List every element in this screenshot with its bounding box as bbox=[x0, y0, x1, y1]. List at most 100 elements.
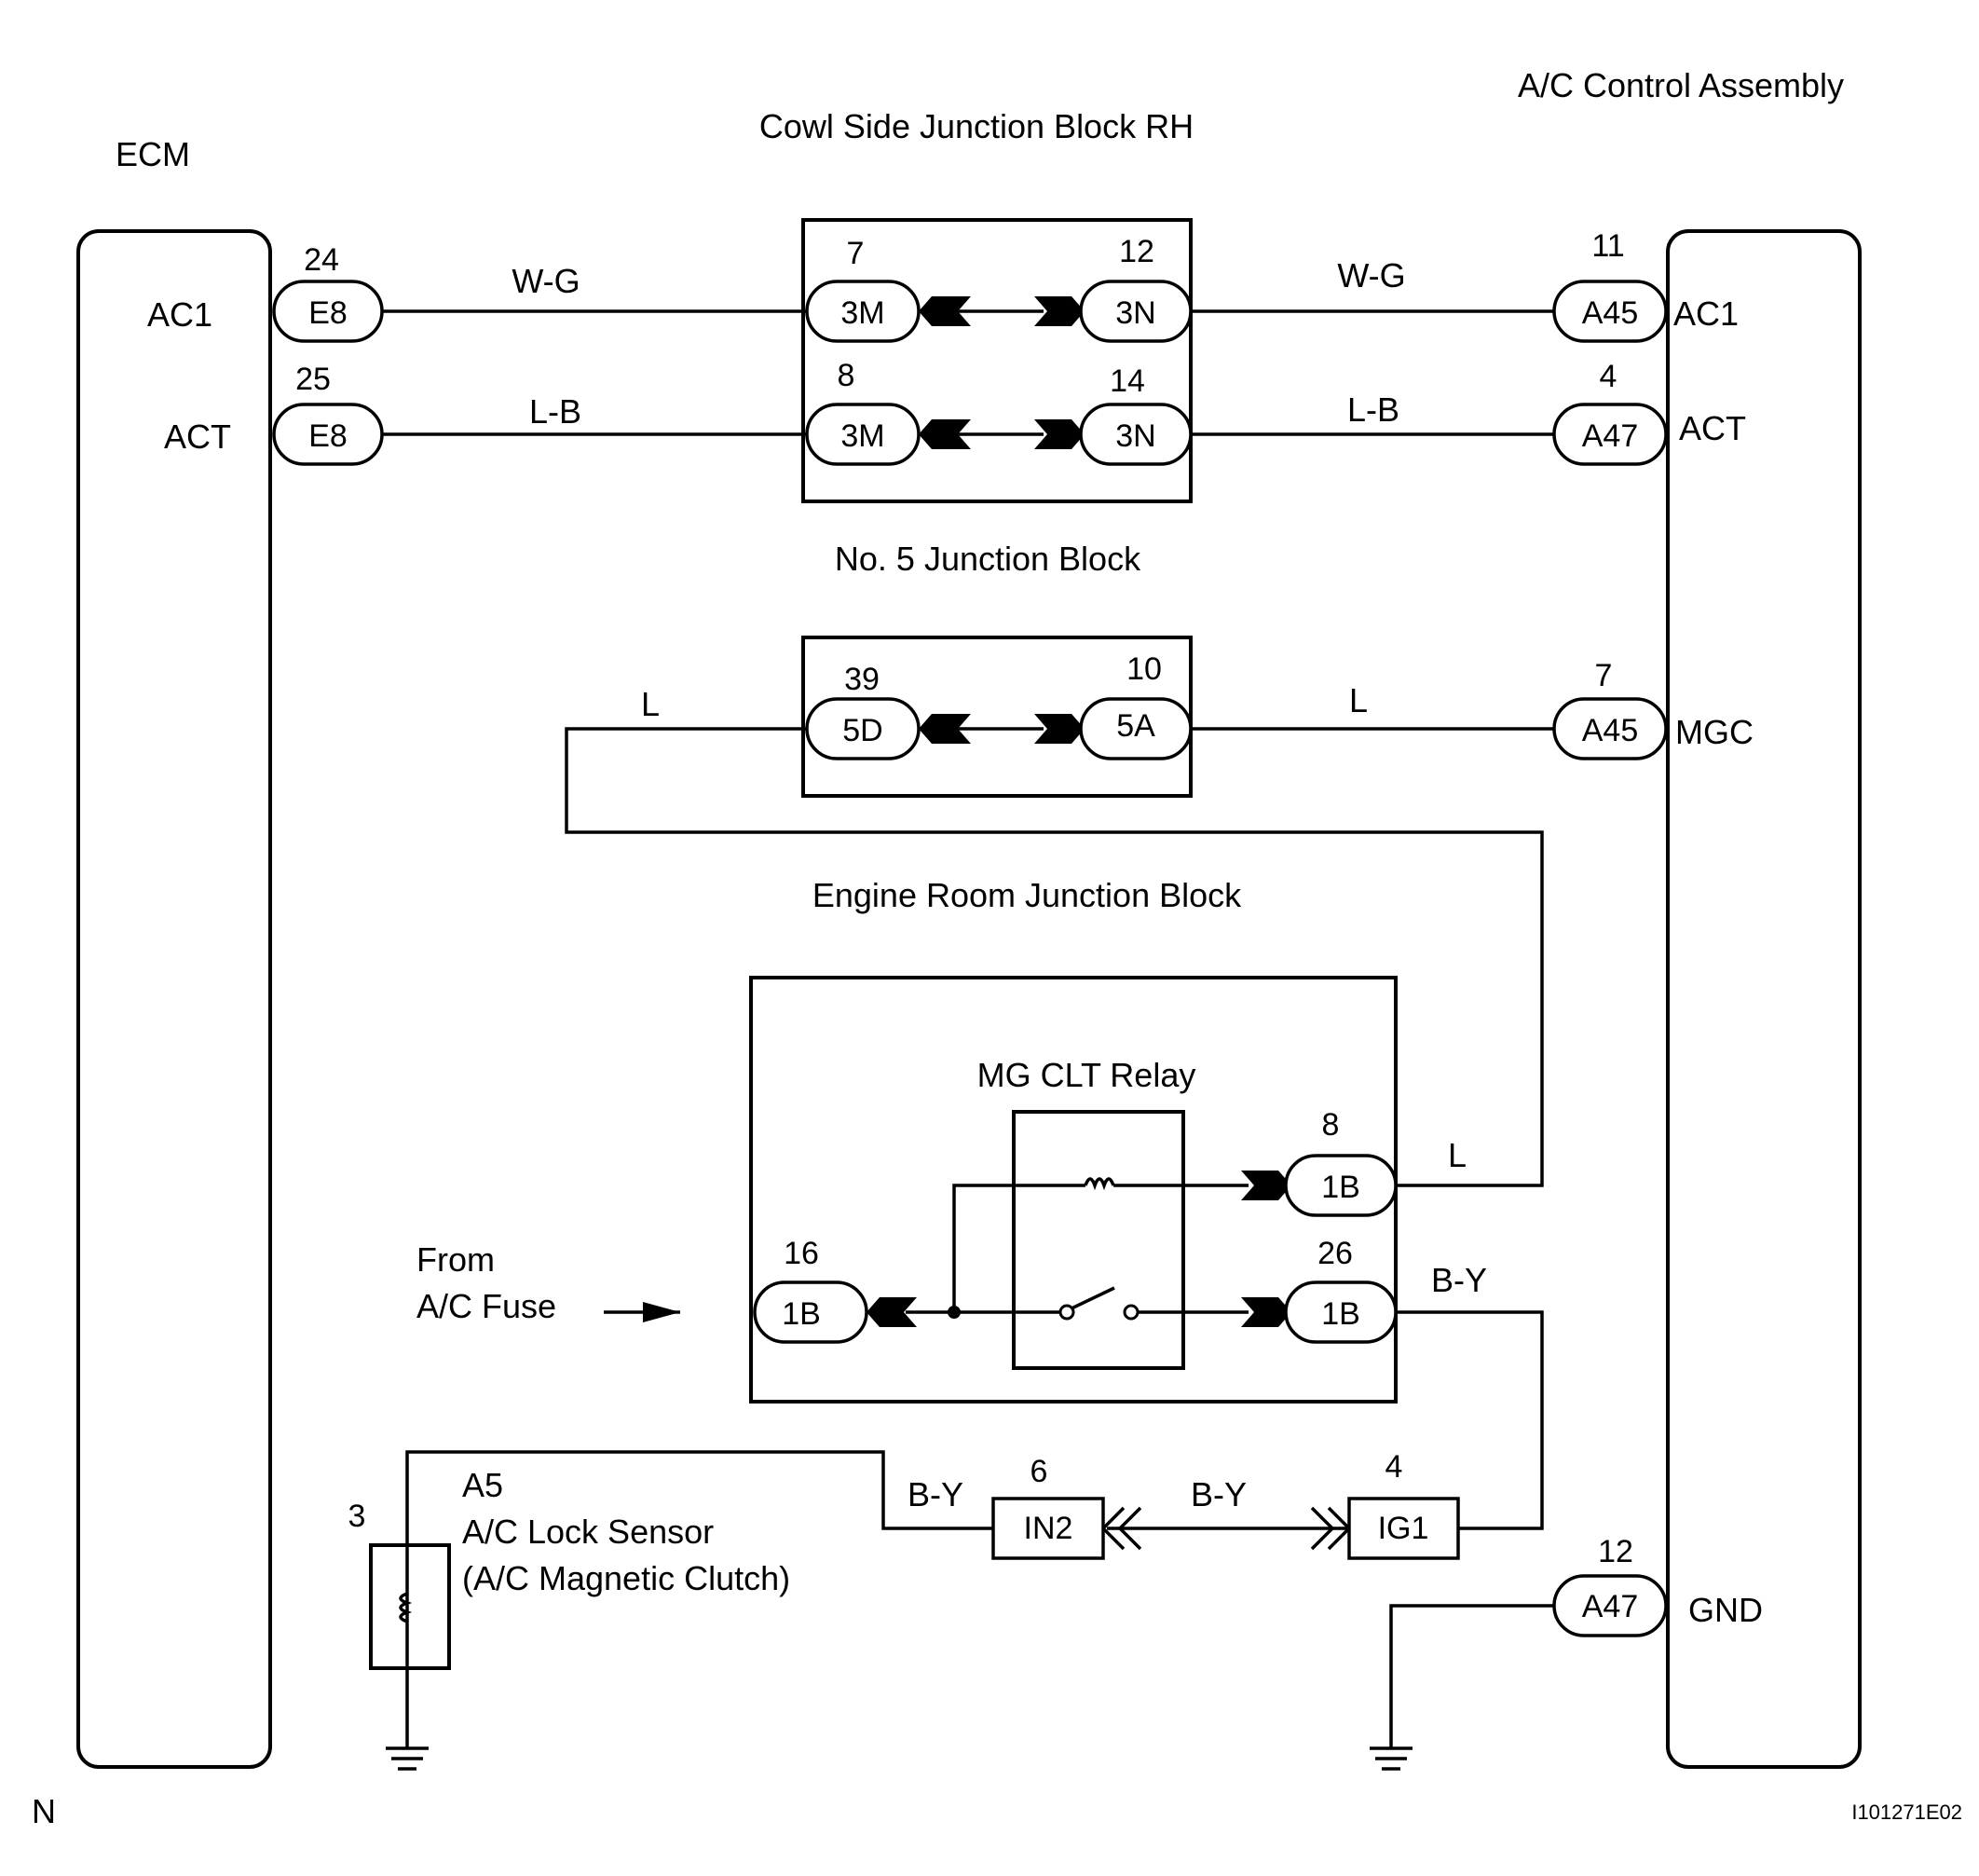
clutch-label-line2: (A/C Magnetic Clutch) bbox=[462, 1559, 790, 1597]
wire-by-relay bbox=[1396, 1310, 1544, 1530]
cowl-jb-title: Cowl Side Junction Block RH bbox=[759, 107, 1194, 145]
wire-color-label: L bbox=[1349, 681, 1368, 719]
pin-number: 8 bbox=[838, 358, 855, 393]
connector-code: E8 bbox=[308, 418, 348, 454]
wire-color-label: B-Y bbox=[908, 1475, 963, 1513]
corner-mark: N bbox=[32, 1792, 56, 1830]
ground-icon bbox=[386, 1746, 429, 1771]
pin-number: 12 bbox=[1119, 234, 1154, 269]
connector-3m-7 bbox=[805, 280, 921, 343]
pin-number: 10 bbox=[1126, 651, 1162, 687]
connector-a47-4 bbox=[1552, 403, 1668, 466]
ecm-title: ECM bbox=[116, 135, 190, 173]
connector-code: 1B bbox=[1321, 1296, 1360, 1332]
pin-number: 7 bbox=[847, 236, 865, 271]
fuse-label-line1: From bbox=[416, 1240, 495, 1279]
clutch-box bbox=[369, 1543, 451, 1670]
relay-title: MG CLT Relay bbox=[977, 1056, 1196, 1094]
ac-terminal-act: ACT bbox=[1679, 409, 1746, 447]
ac-terminal-mgc: MGC bbox=[1675, 713, 1754, 751]
ecm-terminal-act: ACT bbox=[164, 418, 231, 456]
connector-3m-8 bbox=[805, 403, 921, 466]
ac-terminal-gnd: GND bbox=[1688, 1591, 1763, 1629]
relay-switch-contact-left bbox=[1058, 1304, 1075, 1321]
pin-number: 39 bbox=[844, 662, 880, 697]
connector-e8-25 bbox=[272, 403, 384, 466]
figure-id: I101271E02 bbox=[1851, 1801, 1962, 1824]
ac-control-box bbox=[1666, 229, 1862, 1769]
pin-number: 14 bbox=[1110, 363, 1145, 399]
wire-color-label: B-Y bbox=[1431, 1261, 1487, 1299]
ac-terminal-ac1: AC1 bbox=[1673, 294, 1739, 333]
connector-5a-10 bbox=[1079, 697, 1193, 760]
wire-color-label: W-G bbox=[512, 262, 580, 300]
connector-code: IG1 bbox=[1378, 1511, 1429, 1546]
ecm-terminal-ac1: AC1 bbox=[147, 295, 212, 334]
wire-color-label: L-B bbox=[529, 392, 581, 431]
pin-number: 8 bbox=[1322, 1107, 1340, 1143]
connector-a47-12 bbox=[1552, 1574, 1668, 1637]
wire-color-label: B-Y bbox=[1191, 1475, 1247, 1513]
connector-code: 1B bbox=[782, 1296, 821, 1332]
connector-code: 3M bbox=[840, 418, 884, 454]
connector-code: IN2 bbox=[1024, 1511, 1073, 1546]
wire-gnd bbox=[1389, 1604, 1554, 1748]
pin-number: 6 bbox=[1030, 1454, 1048, 1489]
pin-number: 3 bbox=[348, 1499, 366, 1534]
pin-number: 26 bbox=[1317, 1236, 1353, 1271]
clutch-code: A5 bbox=[462, 1466, 503, 1504]
pin-number: 16 bbox=[784, 1236, 819, 1271]
connector-code: 3M bbox=[840, 295, 884, 331]
connector-code: A45 bbox=[1582, 713, 1639, 748]
fuse-label-line2: A/C Fuse bbox=[416, 1287, 556, 1325]
connector-1b-26 bbox=[1284, 1280, 1398, 1344]
no5-jb-title: No. 5 Junction Block bbox=[835, 540, 1141, 578]
ac-control-title: A/C Control Assembly bbox=[1518, 66, 1844, 104]
connector-3n-14 bbox=[1079, 403, 1193, 466]
pin-number: 7 bbox=[1595, 658, 1613, 693]
connector-code: 5A bbox=[1116, 708, 1155, 744]
connector-code: A47 bbox=[1582, 418, 1639, 454]
wire-by-left bbox=[405, 1450, 993, 1545]
connector-e8-24 bbox=[272, 280, 384, 343]
no5-junction-block bbox=[801, 636, 1193, 798]
cowl-arrows bbox=[643, 296, 1291, 1327]
relay-coil-icon bbox=[1084, 1177, 1115, 1191]
clutch-coil-icon bbox=[399, 1592, 413, 1623]
connector-code: 1B bbox=[1321, 1170, 1360, 1205]
pin-number: 11 bbox=[1591, 228, 1624, 264]
wire-color-label: L-B bbox=[1347, 390, 1399, 429]
pin-number: 4 bbox=[1600, 359, 1617, 394]
connector-ig1-4 bbox=[1347, 1497, 1460, 1560]
connector-a45-11 bbox=[1552, 280, 1668, 343]
relay-switch-contact-right bbox=[1123, 1304, 1140, 1321]
ecm-box bbox=[76, 229, 272, 1769]
wire-color-label: L bbox=[641, 685, 660, 723]
connector-code: A47 bbox=[1582, 1589, 1639, 1624]
connector-code: 3N bbox=[1115, 295, 1155, 331]
pin-number: 24 bbox=[304, 242, 339, 278]
connector-a45-7 bbox=[1552, 697, 1668, 760]
wire-color-label: W-G bbox=[1337, 256, 1405, 294]
connector-in2-6 bbox=[991, 1497, 1105, 1560]
connector-code: 5D bbox=[842, 713, 882, 748]
relay-switch-blade bbox=[1071, 1286, 1115, 1310]
connector-1b-8 bbox=[1284, 1154, 1398, 1217]
relay-box bbox=[1012, 1110, 1185, 1370]
wire-relay-coil bbox=[952, 1184, 1085, 1312]
connector-5d-39 bbox=[805, 697, 921, 760]
cowl-junction-block bbox=[801, 218, 1193, 503]
connector-code: E8 bbox=[308, 295, 348, 331]
engine-room-jb-title: Engine Room Junction Block bbox=[812, 876, 1242, 914]
wire-l-loop bbox=[565, 727, 1544, 1187]
connector-3n-12 bbox=[1079, 280, 1193, 343]
ground-icon bbox=[1370, 1746, 1413, 1771]
wire-color-label: L bbox=[1448, 1136, 1467, 1174]
pin-number: 4 bbox=[1385, 1449, 1403, 1485]
relay-junction-dot bbox=[948, 1306, 961, 1319]
connector-code: 3N bbox=[1115, 418, 1155, 454]
connector-1b-16 bbox=[753, 1280, 868, 1344]
pin-number: 12 bbox=[1598, 1534, 1633, 1569]
pin-number: 25 bbox=[295, 362, 331, 397]
